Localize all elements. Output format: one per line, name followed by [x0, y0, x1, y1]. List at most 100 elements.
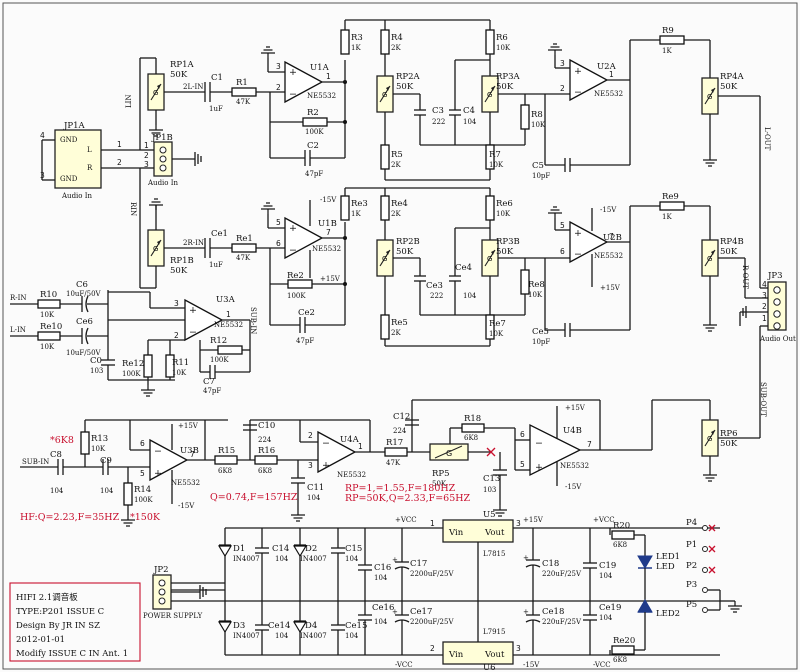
- rail-vcc2: +VCC: [593, 516, 615, 524]
- net-l-out: L-OUT: [763, 127, 771, 151]
- tp-p5: P5: [686, 600, 697, 610]
- ce1-val: 1uF: [209, 261, 223, 269]
- r20-ref: R20: [613, 521, 630, 531]
- pot-rp1a[interactable]: [147, 73, 165, 111]
- svg-text:6: 6: [276, 239, 281, 248]
- svg-text:1: 1: [144, 141, 149, 150]
- tp-p1: P1: [686, 540, 697, 550]
- re7-val: 10K: [489, 330, 504, 338]
- svg-text:−: −: [322, 438, 330, 449]
- rp4a-val: 50K: [720, 82, 738, 92]
- c6-val: 10uF/50V: [66, 290, 102, 298]
- u3b-pos-rail: +15V: [178, 422, 199, 430]
- rp3b-ref: RP3B: [496, 237, 520, 247]
- svg-text:−: −: [574, 249, 582, 260]
- led1-icon: [637, 555, 653, 569]
- c0-ref: C0: [90, 356, 102, 366]
- title-line5: Modify ISSUE C IN Ant. 1: [16, 649, 128, 659]
- u4b-pos-rail: +15V: [565, 404, 586, 412]
- r18-ref: R18: [464, 414, 481, 424]
- pot-rp4a[interactable]: [701, 77, 719, 115]
- svg-text:2: 2: [560, 84, 565, 93]
- svg-text:+: +: [289, 67, 297, 78]
- rp1a-ref: RP1A: [170, 60, 195, 70]
- c1-ref: C1: [211, 73, 223, 83]
- r11-ref: R11: [172, 358, 189, 368]
- re5-val: 2K: [391, 329, 401, 337]
- svg-text:1: 1: [226, 310, 231, 319]
- svg-text:2: 2: [308, 431, 313, 440]
- svg-text:3: 3: [560, 59, 565, 68]
- pot-rp5[interactable]: G: [429, 443, 469, 461]
- svg-text:+: +: [574, 228, 582, 239]
- rp5-ref: RP5: [432, 469, 450, 479]
- c13-val: 103: [483, 486, 496, 494]
- u2a-ref: U2A: [597, 62, 617, 72]
- re8-ref: Re8: [528, 280, 545, 290]
- svg-text:5: 5: [140, 469, 145, 478]
- r10-ref: R10: [40, 290, 57, 300]
- svg-text:6: 6: [140, 439, 145, 448]
- d4-val: IN4007: [300, 632, 327, 640]
- test-points: P4 P1 P2 P3 P5: [686, 518, 716, 613]
- r4-ref: R4: [391, 33, 403, 43]
- jp1a-pin-l: L: [87, 146, 92, 154]
- title-line3: Design By JR IN SZ: [16, 621, 100, 631]
- diode-d4: [292, 620, 308, 634]
- u2b-part: NE5532: [594, 252, 623, 260]
- u4a-ref: U4A: [340, 435, 360, 445]
- c9-ref: C9: [100, 456, 112, 466]
- svg-text:2: 2: [276, 83, 281, 92]
- c9-val: 104: [100, 487, 114, 495]
- diode-d3: [217, 620, 233, 634]
- r8-ref: R8: [531, 110, 543, 120]
- opamp-u4a: [317, 430, 357, 474]
- u4b-part: NE5532: [560, 462, 589, 470]
- svg-text:3: 3: [516, 644, 521, 653]
- svg-text:2: 2: [430, 644, 435, 653]
- svg-text:1: 1: [609, 70, 614, 79]
- opamp-u3a: [184, 298, 224, 342]
- rail-nvcc: -VCC: [395, 661, 413, 669]
- jp3-ref: JP3: [767, 271, 783, 281]
- svg-text:−: −: [189, 327, 197, 338]
- pot-rp6[interactable]: [701, 419, 719, 457]
- r14-val: 100K: [134, 496, 153, 504]
- rp2b-val: 50K: [396, 247, 414, 257]
- c7-ref: C7: [203, 377, 215, 387]
- u6-part: L7915: [483, 628, 505, 636]
- pot-rp4b[interactable]: [701, 239, 719, 277]
- c16-ref: C16: [374, 563, 391, 573]
- r15-val: 6K8: [218, 467, 232, 475]
- svg-text:2: 2: [117, 158, 122, 167]
- pot-rp2a[interactable]: [376, 75, 394, 113]
- u3b-neg-rail: -15V: [178, 502, 195, 510]
- led-label: LED: [656, 562, 675, 572]
- d3-ref: D3: [233, 621, 245, 631]
- r5-val: 2K: [391, 161, 401, 169]
- c14-val: 104: [275, 555, 289, 563]
- r3-ref: R3: [351, 33, 363, 43]
- re6-ref: Re6: [496, 199, 513, 209]
- r17-ref: R17: [386, 438, 403, 448]
- svg-text:6: 6: [520, 430, 525, 439]
- svg-text:+: +: [322, 460, 330, 471]
- annotation-150k: *150K: [130, 512, 161, 523]
- svg-text:+: +: [535, 462, 543, 473]
- r18-val: 6K8: [464, 434, 478, 442]
- svg-text:1: 1: [762, 314, 767, 323]
- connector-jp2: [152, 574, 172, 610]
- c1-val: 1uF: [209, 105, 223, 113]
- c19-ref: C19: [599, 561, 616, 571]
- svg-text:+: +: [392, 608, 398, 616]
- re3-ref: Re3: [351, 199, 368, 209]
- svg-text:3: 3: [144, 160, 149, 169]
- pot-rp1b[interactable]: [147, 229, 165, 267]
- pot-rp2b[interactable]: [376, 239, 394, 277]
- svg-text:G: G: [446, 449, 452, 458]
- c18-val: 220uF/25V: [542, 570, 582, 578]
- svg-text:−: −: [154, 446, 162, 457]
- c8-val: 104: [50, 487, 64, 495]
- r3-val: 1K: [351, 44, 361, 52]
- net-2r-in: 2R-IN: [183, 239, 204, 247]
